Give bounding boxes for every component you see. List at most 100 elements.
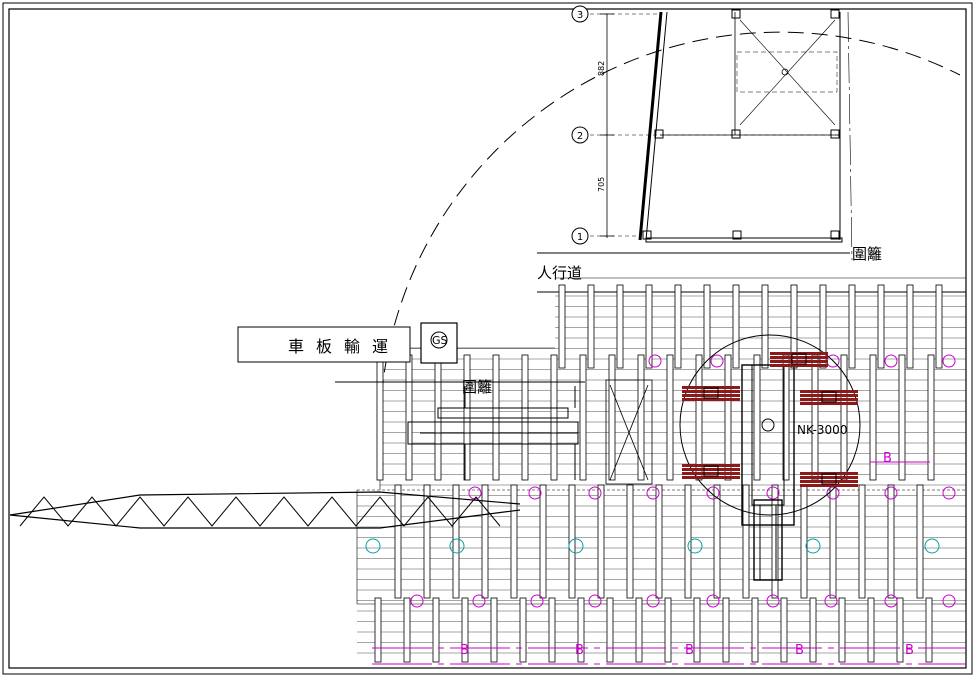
pile	[510, 484, 518, 599]
pile	[695, 354, 703, 481]
pile	[927, 354, 935, 481]
pile-bubble-teal	[687, 538, 703, 554]
outrigger-mat-plank	[770, 360, 828, 363]
truck-char: 車	[288, 337, 304, 356]
pile-bubble-magenta	[646, 486, 660, 500]
inner-frame	[8, 8, 967, 669]
pile-bubble-magenta	[528, 486, 542, 500]
gas-station-symbol	[420, 322, 458, 364]
grid-label-2: 2	[577, 131, 583, 142]
outrigger-pad	[821, 391, 837, 403]
outrigger-mat-plank	[800, 402, 858, 405]
pile	[606, 597, 614, 663]
pile	[655, 484, 663, 599]
pile	[722, 597, 730, 663]
outrigger-mat-plank	[800, 398, 858, 401]
pile	[925, 597, 933, 663]
pile-bubble-magenta	[942, 354, 956, 368]
transport-truck-box	[237, 326, 411, 363]
pile-bubble-magenta	[824, 594, 838, 608]
pile-bubble-magenta	[706, 486, 720, 500]
pile	[597, 484, 605, 599]
pile-bubble-magenta	[706, 594, 720, 608]
pile-bubble-magenta	[530, 594, 544, 608]
walkway-label: 人行道	[537, 264, 582, 282]
pile	[809, 597, 817, 663]
pile	[394, 484, 402, 599]
pile-bubble-magenta	[942, 486, 956, 500]
transport-truck-label: 運輸板車	[288, 337, 388, 356]
outrigger-mat-plank	[800, 480, 858, 483]
pile	[724, 354, 732, 481]
pile-bubble-magenta	[766, 486, 780, 500]
pile-bubble-teal	[365, 538, 381, 554]
pile	[848, 284, 856, 369]
b-line-markers: B	[372, 451, 966, 665]
pile	[374, 597, 382, 663]
pile	[626, 484, 634, 599]
pile	[898, 354, 906, 481]
pile	[461, 597, 469, 663]
crane-model-label: NK-3000	[797, 423, 847, 437]
pile	[587, 284, 595, 369]
pile-bubble-magenta	[648, 354, 662, 368]
pile	[703, 284, 711, 369]
pile-bubble-magenta	[766, 594, 780, 608]
building-plan	[590, 9, 853, 261]
pile-bubble-magenta	[588, 594, 602, 608]
pile	[693, 597, 701, 663]
pile	[838, 597, 846, 663]
outrigger-pad	[703, 465, 719, 477]
truck-char: 板	[316, 337, 332, 356]
pile	[452, 484, 460, 599]
outrigger-mat-plank	[682, 390, 740, 393]
pile	[616, 284, 624, 369]
pile-bubble-magenta	[646, 594, 660, 608]
pile	[539, 484, 547, 599]
pile-bubble-magenta	[942, 594, 956, 608]
pile	[635, 597, 643, 663]
grid-label-3: 3	[577, 10, 583, 21]
pile	[684, 484, 692, 599]
pile	[877, 284, 885, 369]
fence-label-top: 圍籬	[852, 245, 882, 263]
truck-char: 輸	[344, 337, 360, 356]
pile	[664, 597, 672, 663]
pile-bubble-magenta	[472, 594, 486, 608]
pile-bubble-magenta	[710, 354, 724, 368]
pile	[481, 484, 489, 599]
pile	[753, 354, 761, 481]
dimension-705: 705	[597, 177, 606, 192]
pile	[432, 597, 440, 663]
grid-label-1: 1	[577, 232, 583, 243]
pile	[577, 597, 585, 663]
outrigger-mat-plank	[800, 484, 858, 487]
gas-station-label: GS	[432, 334, 448, 347]
pile	[858, 484, 866, 599]
outrigger-mat-plank	[682, 476, 740, 479]
pile	[713, 484, 721, 599]
outrigger-mat-plank	[682, 472, 740, 475]
pile-bubble-magenta	[468, 486, 482, 500]
pile	[405, 354, 413, 481]
pile-bubble-magenta	[884, 354, 898, 368]
outrigger-mat-plank	[770, 364, 828, 367]
truck-char: 運	[372, 337, 388, 356]
b-mark: B	[795, 643, 804, 658]
excavation-cross	[605, 379, 653, 485]
pile-bubble-teal	[805, 538, 821, 554]
pile	[761, 284, 769, 369]
pile-bubble-magenta	[884, 594, 898, 608]
outrigger-mat-plank	[682, 394, 740, 397]
fence-label-mid: 圍籬	[462, 378, 492, 396]
grid-bubble-1	[571, 227, 589, 245]
grid-bubble-3	[571, 5, 589, 23]
crane-boom	[9, 491, 521, 529]
grid-bubble-2	[571, 126, 589, 144]
pile	[811, 354, 819, 481]
main-crane-nk3000: NK-3000	[679, 334, 861, 581]
pile	[751, 597, 759, 663]
